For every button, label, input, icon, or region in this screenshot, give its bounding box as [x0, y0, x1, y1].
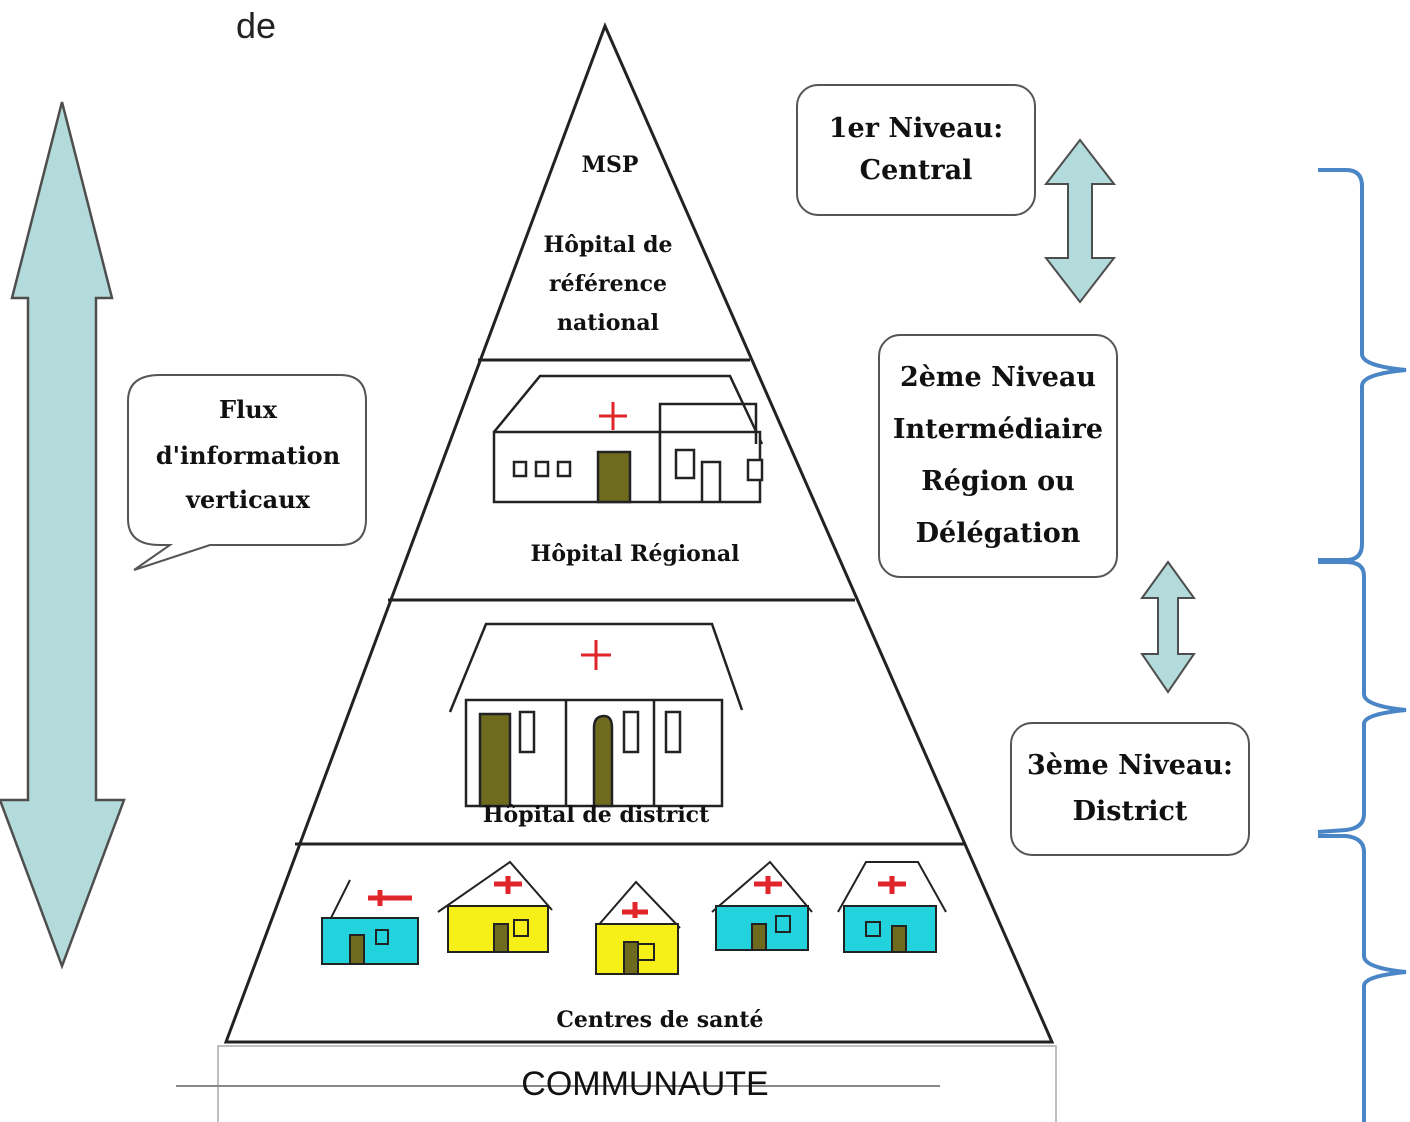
level-national-line-2: référence: [549, 271, 667, 297]
text-fragment: de: [236, 5, 277, 46]
niveau-intermediaire-line-4: Délégation: [915, 518, 1081, 549]
niveau-district-box: 3ème Niveau: District: [1010, 722, 1250, 856]
niveau-central-line-1: 1er Niveau:: [828, 113, 1004, 144]
level-centres-label: Centres de santé: [556, 1007, 763, 1033]
pyramid-outline: [223, 22, 1055, 1044]
level-msp-label: MSP: [582, 152, 639, 178]
health-centre-house: [321, 879, 419, 965]
callout-line-2: d'information: [156, 441, 340, 470]
level-arrow-2-3: [1140, 560, 1196, 694]
niveau-central-line-2: Central: [859, 155, 973, 186]
callout-bubble: [127, 374, 367, 571]
health-centre-house: [837, 861, 947, 953]
niveau-district-line-1: 3ème Niveau:: [1026, 750, 1233, 781]
callout-line-3: verticaux: [185, 485, 311, 514]
level-national-line-1: Hôpital de: [543, 232, 672, 258]
level-national-line-3: national: [557, 310, 659, 336]
communaute-label: COMMUNAUTE: [521, 1065, 769, 1103]
health-centre-house: [711, 860, 813, 951]
communaute-box: [217, 1045, 1057, 1122]
level-brace-upper: [1318, 168, 1407, 562]
level-regional-label: Hôpital Régional: [531, 541, 740, 567]
level-brace-middle: [1317, 560, 1407, 834]
callout-line-1: Flux: [219, 395, 278, 424]
niveau-central-box: 1er Niveau: Central: [796, 84, 1036, 216]
niveau-intermediaire-line-2: Intermédiaire: [892, 414, 1104, 445]
niveau-intermediaire-line-3: Région ou: [921, 466, 1075, 497]
health-centre-house: [437, 860, 553, 953]
level-district-label: Hôpital de district: [483, 802, 710, 828]
niveau-district-line-2: District: [1072, 796, 1188, 827]
level-brace-lower: [1318, 834, 1407, 1122]
level-arrow-1-2: [1043, 138, 1117, 304]
niveau-intermediaire-box: 2ème Niveau Intermédiaire Région ou Délé…: [878, 334, 1118, 578]
regional-hospital-icon: [492, 374, 764, 504]
health-centre-house: [595, 880, 681, 975]
niveau-intermediaire-line-1: 2ème Niveau: [899, 362, 1097, 393]
district-hospital-icon: [448, 622, 744, 808]
vertical-flow-arrow: [0, 101, 126, 970]
